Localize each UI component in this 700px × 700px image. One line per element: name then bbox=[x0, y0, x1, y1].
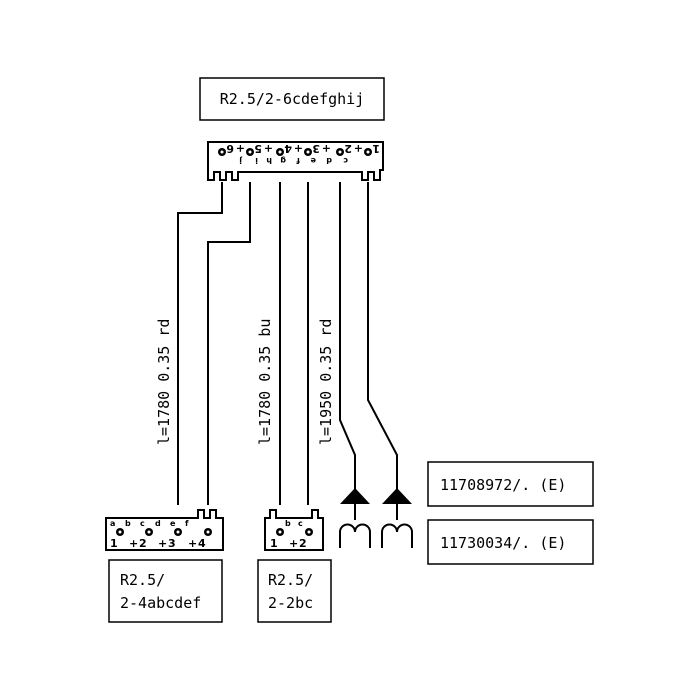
top-pin-letter: h bbox=[266, 156, 272, 165]
bottom-left-pin-number: 1 bbox=[110, 537, 118, 550]
top-pin-number: 1 bbox=[372, 142, 380, 155]
plus-sign: + bbox=[236, 142, 245, 155]
pin-hole bbox=[307, 530, 311, 534]
pin-hole bbox=[278, 150, 282, 154]
top-pin-letter: f bbox=[296, 156, 300, 165]
pin-hole bbox=[220, 150, 224, 154]
top-pin-letter: e bbox=[310, 156, 316, 165]
terminal-2-label-box: 11730034/. (E) bbox=[427, 519, 594, 565]
bottom-left-pin-letter: c bbox=[140, 519, 145, 528]
plus-sign: + bbox=[322, 142, 331, 155]
top-pin-number: 4 bbox=[284, 142, 292, 155]
wire-5 bbox=[339, 182, 356, 490]
plus-sign: + bbox=[129, 537, 138, 550]
plus-sign: + bbox=[354, 142, 363, 155]
bottom-mid-pin-letter: c bbox=[298, 519, 303, 528]
wire-6 bbox=[367, 182, 398, 490]
pin-hole bbox=[176, 530, 180, 534]
bottom-left-pin-letter: d bbox=[155, 519, 161, 528]
bottom-left-label-line2: 2-4abcdef bbox=[120, 594, 201, 612]
top-pin-letter: i bbox=[255, 156, 258, 165]
pin-hole bbox=[278, 530, 282, 534]
bottom-left-pin-number: 4 bbox=[198, 537, 206, 550]
plus-sign: + bbox=[294, 142, 303, 155]
bottom-left-label-box: R2.5/ 2-4abcdef bbox=[108, 559, 223, 623]
bottom-left-pin-letter: a bbox=[110, 519, 115, 528]
top-pin-letter: c bbox=[343, 156, 348, 165]
bottom-mid-pin-number: 2 bbox=[299, 537, 307, 550]
top-pin-letter: g bbox=[280, 156, 286, 165]
top-pin-number: 2 bbox=[344, 142, 352, 155]
wire-label-2: l=1780 0.35 bu bbox=[256, 319, 274, 445]
plus-sign: + bbox=[158, 537, 167, 550]
bottom-left-pin-number: 2 bbox=[139, 537, 147, 550]
bottom-left-label-line1: R2.5/ bbox=[120, 571, 165, 589]
bottom-mid-pin-number: 1 bbox=[270, 537, 278, 550]
wires bbox=[177, 182, 398, 505]
wire-2 bbox=[207, 182, 251, 505]
plus-sign: + bbox=[289, 537, 298, 550]
pin-hole bbox=[206, 530, 210, 534]
bottom-left-pin-number: 3 bbox=[168, 537, 176, 550]
pin-hole bbox=[306, 150, 310, 154]
terminal-1-label: 11708972/. (E) bbox=[440, 476, 566, 494]
bottom-mid-pin-letter: b bbox=[285, 519, 291, 528]
wire-label-3: l=1950 0.35 rd bbox=[317, 319, 335, 445]
bottom-left-pin-letter: b bbox=[125, 519, 131, 528]
wire-1 bbox=[177, 182, 223, 505]
pin-hole bbox=[118, 530, 122, 534]
bottom-mid-label-line1: R2.5/ bbox=[268, 571, 313, 589]
bottom-mid-label-line2: 2-2bc bbox=[268, 594, 313, 612]
top-connector-label: R2.5/2-6cdefghij bbox=[220, 90, 365, 108]
terminal-2-label: 11730034/. (E) bbox=[440, 534, 566, 552]
bottom-left-pin-letter: e bbox=[170, 519, 176, 528]
wire-label-1: l=1780 0.35 rd bbox=[155, 319, 173, 445]
plus-sign: + bbox=[188, 537, 197, 550]
top-pin-number: 5 bbox=[254, 142, 262, 155]
plus-sign: + bbox=[264, 142, 273, 155]
pin-hole bbox=[338, 150, 342, 154]
terminal-2 bbox=[381, 488, 413, 548]
top-connector-label-box: R2.5/2-6cdefghij bbox=[199, 77, 385, 121]
bottom-mid-label-box: R2.5/ 2-2bc bbox=[257, 559, 332, 623]
top-pin-number: 6 bbox=[226, 142, 234, 155]
pin-hole bbox=[248, 150, 252, 154]
top-pin-letter: d bbox=[326, 156, 332, 165]
terminal-1-label-box: 11708972/. (E) bbox=[427, 461, 594, 507]
top-pin-number: 3 bbox=[312, 142, 320, 155]
pin-hole bbox=[147, 530, 151, 534]
terminal-1 bbox=[339, 488, 371, 548]
top-pin-letter: j bbox=[239, 156, 243, 165]
bottom-left-pin-letter: f bbox=[185, 519, 189, 528]
pin-hole bbox=[366, 150, 370, 154]
